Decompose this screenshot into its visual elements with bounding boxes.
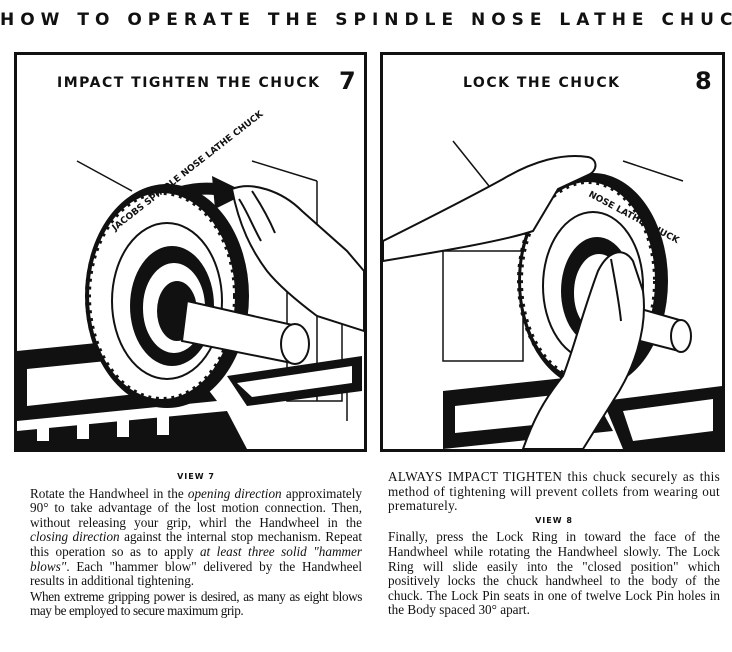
- page-title: HOW TO OPERATE THE SPINDLE NOSE LATHE CH…: [0, 10, 732, 30]
- text-run: approximately 90° to take advantage of t…: [30, 485, 363, 530]
- text-run-italic: at least three solid "hammer blows": [30, 543, 362, 574]
- view8-text-column: ALWAYS IMPACT TIGHTEN this chuck securel…: [388, 469, 720, 618]
- panel-impact-tighten: IMPACT TIGHTEN THE CHUCK 7: [14, 52, 367, 452]
- text-run-italic: closing direction: [30, 529, 120, 545]
- panel-title: IMPACT TIGHTEN THE CHUCK: [57, 75, 321, 91]
- chuck-tightening-illustration: JACOBS SPINDLE NOSE LATHE CHUCK: [17, 109, 364, 449]
- panel-header: IMPACT TIGHTEN THE CHUCK 7: [17, 67, 364, 97]
- panel-header: LOCK THE CHUCK 8: [383, 67, 722, 97]
- impact-tighten-warning: ALWAYS IMPACT TIGHTEN this chuck securel…: [388, 469, 720, 514]
- view7-paragraph: Rotate the Handwheel in the opening dire…: [30, 485, 363, 589]
- hand-illustration: [230, 185, 364, 333]
- panel-title: LOCK THE CHUCK: [463, 75, 621, 91]
- text-run: against the internal stop mechanism. Rep…: [30, 529, 362, 559]
- view-label: VIEW 8: [535, 515, 573, 525]
- text-run: . Each "hammer blow" delivered by the Ha…: [30, 558, 362, 589]
- view7-text-column: VIEW 7 Rotate the Handwheel in the openi…: [30, 470, 362, 619]
- text-run: Rotate the Handwheel in the: [30, 485, 188, 501]
- chuck-body: JACOBS SPINDLE NOSE LATHE CHUCK: [85, 109, 266, 408]
- text-run-italic: opening direction: [187, 485, 282, 501]
- panel-number: 8: [695, 67, 712, 95]
- view-label: VIEW 7: [177, 472, 215, 481]
- panel-lock-chuck: LOCK THE CHUCK 8 NOSE LATHE CHUCK: [380, 52, 725, 452]
- view8-paragraph: Finally, press the Lock Ring in toward t…: [388, 529, 720, 618]
- hand-illustration: [383, 155, 645, 449]
- spindle-shaft: [180, 299, 310, 365]
- chuck-locking-illustration: NOSE LATHE CHUCK: [383, 140, 722, 449]
- panel-number: 7: [339, 67, 356, 95]
- view7-paragraph-extreme-grip: When extreme gripping power is desired, …: [30, 588, 362, 619]
